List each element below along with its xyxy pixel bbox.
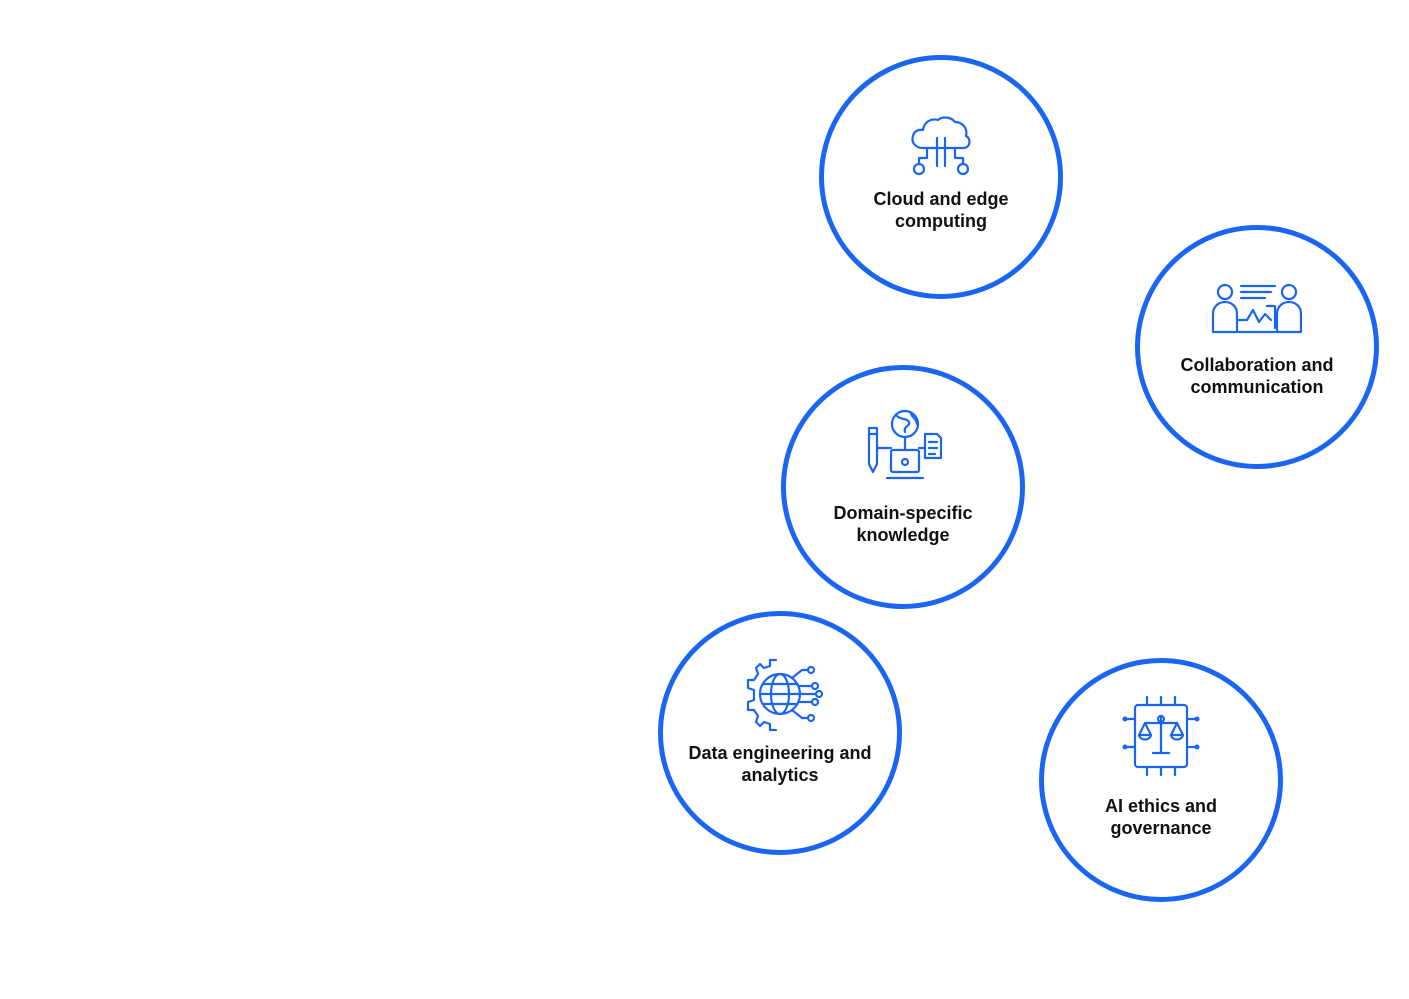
skill-data-engineering-analytics: Data engineering and analytics [658,611,902,855]
globe-gear-data-icon [732,656,828,736]
skill-label: Domain-specific knowledge [833,503,973,545]
skill-collaboration-communication: Collaboration and communication [1135,225,1379,469]
collaboration-presentation-icon [1209,270,1305,350]
chip-scales-icon [1113,695,1209,777]
skill-label: AI ethics and governance [1104,796,1218,838]
cloud-network-icon [893,102,989,182]
skill-label: Cloud and edge computing [873,189,1009,231]
domain-knowledge-icon [855,408,951,488]
skill-label: Data engineering and analytics [688,743,872,785]
skill-label: Collaboration and communication [1180,355,1334,397]
skill-cloud-edge-computing: Cloud and edge computing [819,55,1063,299]
skill-domain-specific-knowledge: Domain-specific knowledge [781,365,1025,609]
skill-ai-ethics-governance: AI ethics and governance [1039,658,1283,902]
